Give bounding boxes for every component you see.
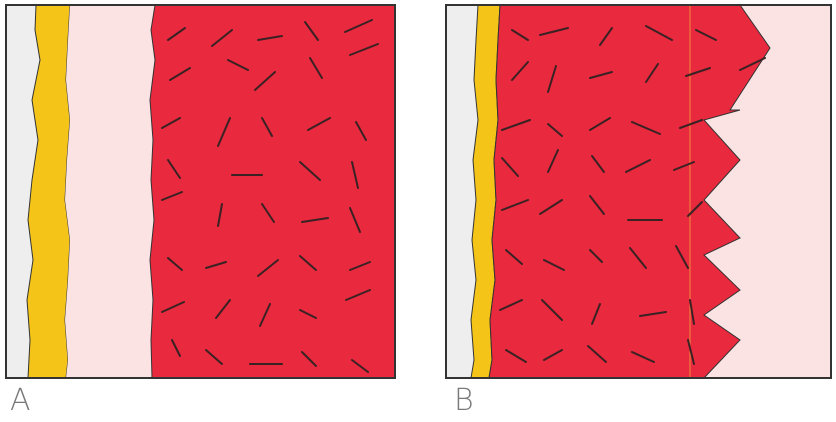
panel-a-pink-layer xyxy=(65,5,155,378)
panel-a-svg xyxy=(0,0,400,422)
diagram-panel-a xyxy=(0,0,400,422)
diagram-panel-b xyxy=(440,0,836,422)
panel-a-red-tissue xyxy=(150,5,395,378)
panel-b-label: B xyxy=(454,386,474,416)
panel-a-label: A xyxy=(10,386,31,416)
panel-b-svg xyxy=(440,0,836,422)
